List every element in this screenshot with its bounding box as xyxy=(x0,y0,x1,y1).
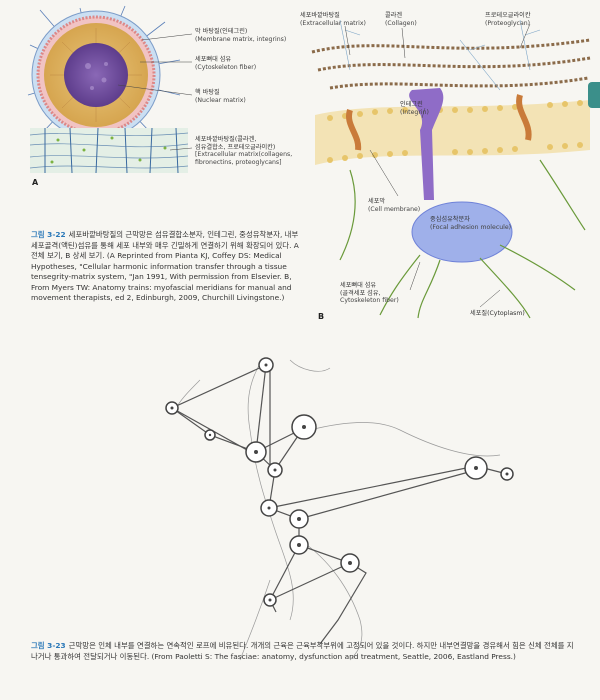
pulley xyxy=(501,468,513,480)
figure-3-23-number: 그림 3-23 xyxy=(31,641,66,650)
pulley xyxy=(292,415,316,439)
pulley xyxy=(246,442,266,462)
body-silhouette xyxy=(175,360,500,660)
figure-3-23-text: 근막망은 인체 내부를 연결하는 연속적인 로프에 비유된다. 개개의 근육은 … xyxy=(31,641,574,661)
rope-network xyxy=(172,365,507,644)
pulley xyxy=(259,358,273,372)
pulley xyxy=(465,457,487,479)
pulley xyxy=(261,500,277,516)
pulley-group xyxy=(166,358,513,606)
pulley xyxy=(205,430,215,440)
pulley xyxy=(290,510,308,528)
pulley xyxy=(341,554,359,572)
pulley xyxy=(166,402,178,414)
pulley xyxy=(268,463,282,477)
pulley xyxy=(264,594,276,606)
pulley xyxy=(290,536,308,554)
